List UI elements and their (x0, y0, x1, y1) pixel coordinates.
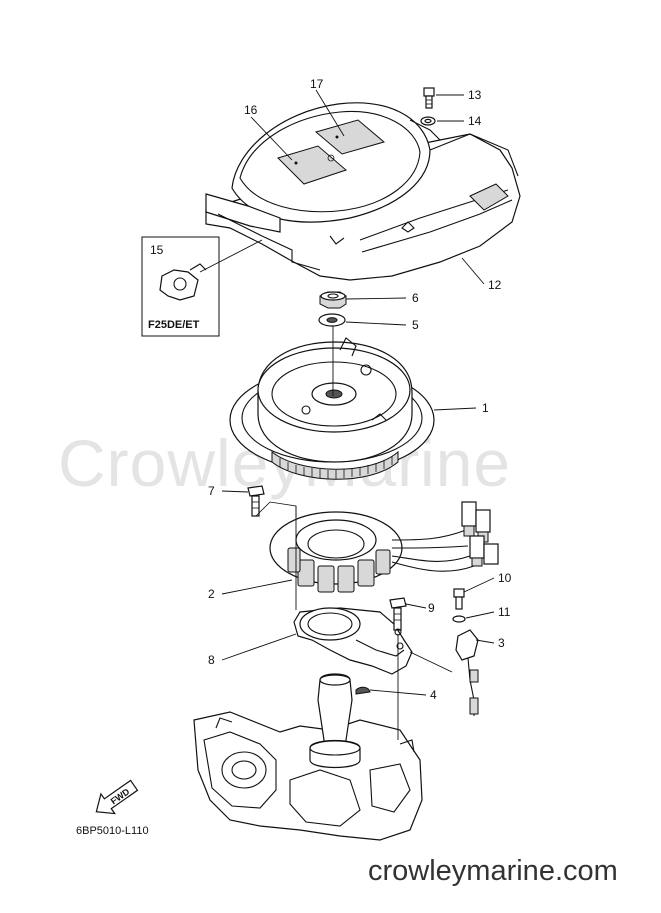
callout-7: 7 (208, 484, 215, 498)
flywheel (229, 337, 435, 480)
callout-11: 11 (498, 605, 511, 619)
crankcase (193, 673, 423, 841)
callout-16: 16 (244, 103, 258, 117)
stator (269, 501, 499, 593)
callouts: 17 16 13 14 15 12 6 5 1 7 10 2 9 11 3 8 … (150, 77, 512, 702)
callout-4: 4 (430, 688, 437, 702)
bolt-7 (247, 485, 297, 518)
callout-13: 13 (468, 88, 482, 102)
callout-2: 2 (208, 587, 215, 601)
washer-11 (452, 615, 466, 623)
nut-6 (319, 291, 347, 309)
callout-12: 12 (488, 278, 502, 292)
base-plate (293, 607, 413, 675)
callout-3: 3 (498, 636, 505, 650)
callout-1: 1 (482, 401, 489, 415)
bolt-10 (453, 588, 465, 610)
callout-6: 6 (412, 291, 419, 305)
callout-14: 14 (468, 114, 482, 128)
callout-15: 15 (150, 243, 164, 257)
bolt-9 (389, 597, 407, 636)
callout-8: 8 (208, 653, 215, 667)
inset-box: F25DE/ET (141, 236, 263, 337)
pulser-coil (455, 629, 479, 716)
washer-5 (318, 313, 346, 327)
woodruff-key (355, 686, 371, 695)
footer-url: crowleymarine.com (368, 855, 618, 887)
inset-model-label: F25DE/ET (148, 319, 200, 331)
callout-5: 5 (412, 318, 419, 332)
diagram-code: 6BP5010-L110 (76, 825, 149, 837)
callout-10: 10 (498, 571, 512, 585)
washer-14 (420, 116, 436, 126)
flywheel-cover (205, 102, 521, 281)
callout-17: 17 (310, 77, 324, 91)
leader-lines (221, 89, 495, 740)
fwd-arrow: FWD (95, 779, 139, 815)
callout-9: 9 (428, 601, 435, 615)
bolt-13 (423, 87, 435, 109)
